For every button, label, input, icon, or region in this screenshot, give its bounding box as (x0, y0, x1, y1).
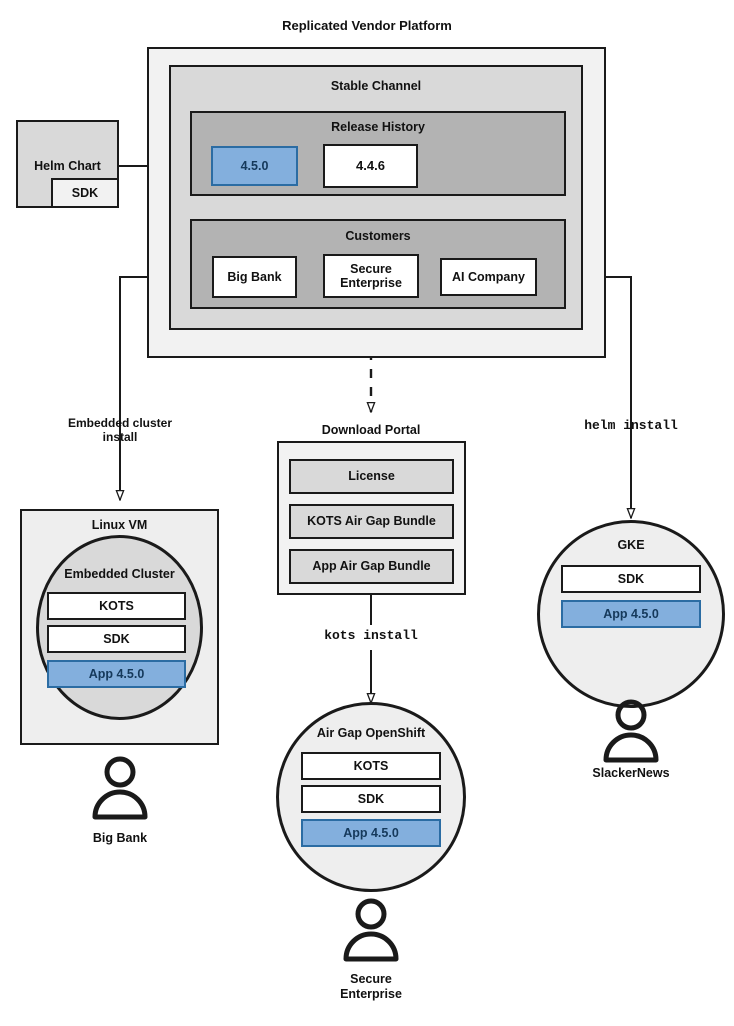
page-title: Replicated Vendor Platform (282, 18, 452, 33)
stable-channel-label: Stable Channel (330, 79, 422, 93)
linuxvm-component-kots[interactable]: KOTS (47, 592, 186, 620)
air-gap-openshift-label: Air Gap OpenShift (316, 726, 426, 740)
flow-label-helm-install: helm install (584, 418, 678, 433)
gke-label: GKE (617, 538, 645, 552)
linuxvm-component-app[interactable]: App 4.5.0 (47, 660, 186, 688)
gke-component-sdk[interactable]: SDK (561, 565, 701, 593)
linux-vm-label: Linux VM (91, 518, 148, 532)
customer-chip-big-bank[interactable]: Big Bank (212, 256, 297, 298)
download-artifact-kots-air-gap-bundle[interactable]: KOTS Air Gap Bundle (289, 504, 454, 539)
flow-label-embedded-cluster-install: Embedded cluster install (67, 416, 173, 445)
helm-chart-label: Helm Chart (34, 159, 101, 173)
flow-label-kots-install: kots install (324, 628, 418, 643)
secure-enterprise-person-icon (337, 897, 405, 965)
release-history-label: Release History (331, 120, 425, 134)
openshift-component-app[interactable]: App 4.5.0 (301, 819, 441, 847)
linuxvm-component-sdk[interactable]: SDK (47, 625, 186, 653)
embedded-cluster-label: Embedded Cluster (64, 567, 175, 581)
release-chip-current[interactable]: 4.5.0 (211, 146, 298, 186)
secure-enterprise-user-label: Secure Enterprise (340, 972, 402, 1001)
customer-chip-secure-enterprise[interactable]: Secure Enterprise (323, 254, 419, 298)
release-chip-previous[interactable]: 4.4.6 (323, 144, 418, 188)
download-portal-label: Download Portal (321, 423, 421, 437)
customer-chip-ai-company[interactable]: AI Company (440, 258, 537, 296)
download-artifact-app-air-gap-bundle[interactable]: App Air Gap Bundle (289, 549, 454, 584)
download-artifact-license[interactable]: License (289, 459, 454, 494)
slackernews-person-icon (597, 698, 665, 766)
slackernews-user-label: SlackerNews (592, 766, 670, 780)
openshift-component-kots[interactable]: KOTS (301, 752, 441, 780)
big-bank-person-icon (86, 755, 154, 823)
gke-component-app[interactable]: App 4.5.0 (561, 600, 701, 628)
big-bank-user-label: Big Bank (92, 831, 148, 845)
customers-label: Customers (345, 229, 411, 243)
openshift-component-sdk[interactable]: SDK (301, 785, 441, 813)
helm-chart-sdk-chip[interactable]: SDK (51, 178, 119, 208)
